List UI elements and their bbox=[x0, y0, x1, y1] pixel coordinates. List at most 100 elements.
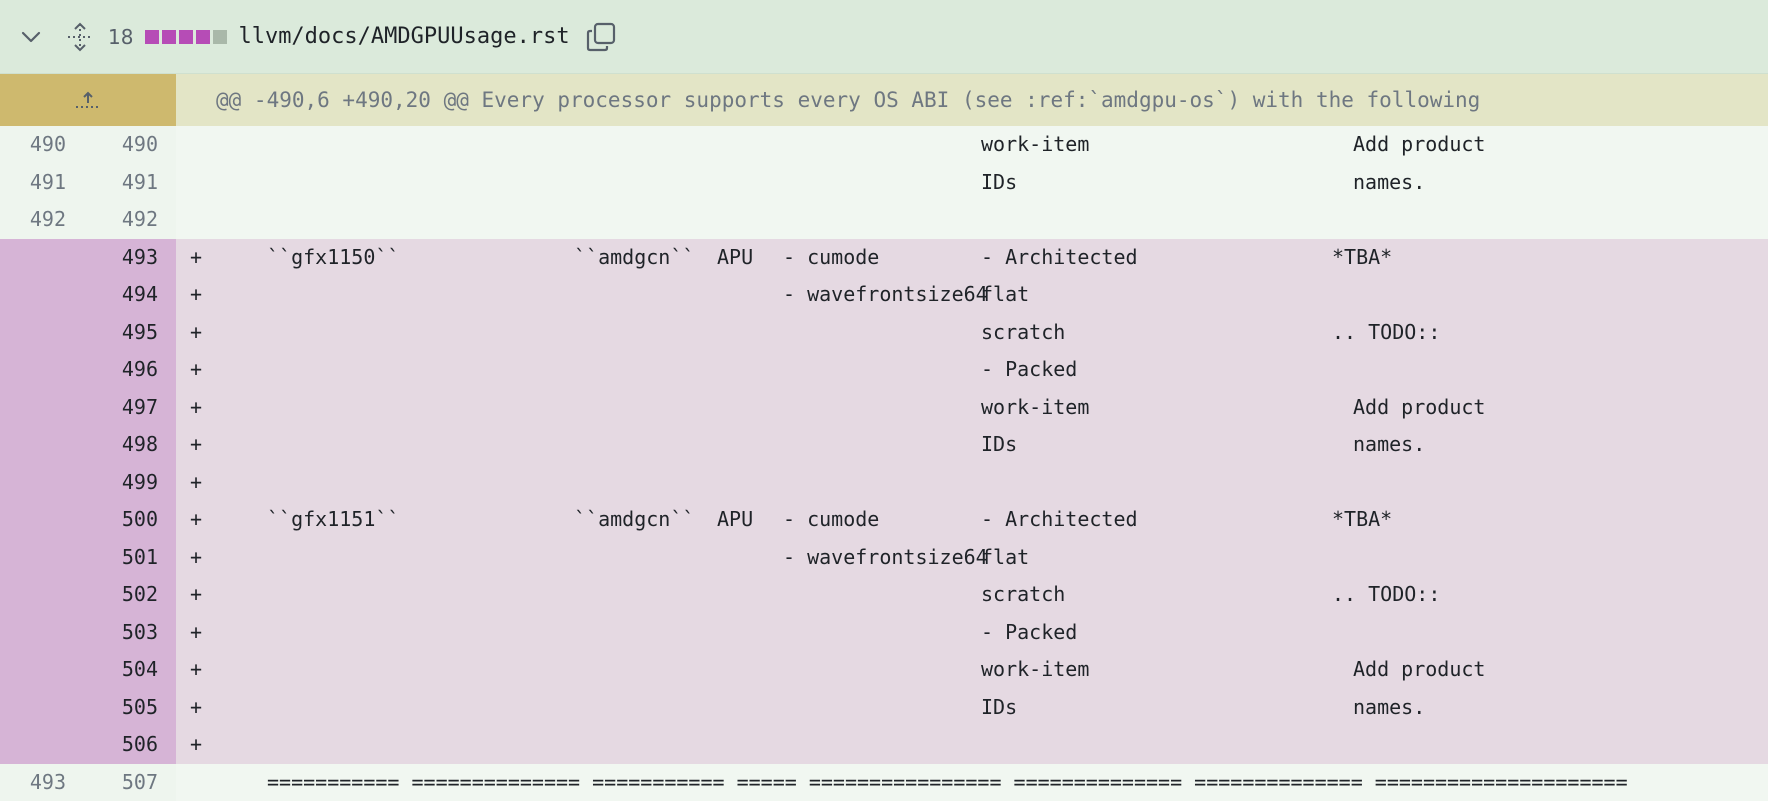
new-line-number[interactable]: 504 bbox=[88, 651, 176, 689]
diff-line: 495+scratch.. TODO:: bbox=[0, 313, 1768, 351]
code-token-rule: =========== ============== =========== =… bbox=[267, 769, 1628, 794]
changes-count: 18 bbox=[108, 24, 134, 49]
new-line-number[interactable]: 505 bbox=[88, 688, 176, 726]
copy-icon[interactable] bbox=[584, 20, 618, 54]
code-token-feat: work-item bbox=[981, 132, 1090, 156]
code-token-feat: scratch bbox=[981, 582, 1066, 606]
old-line-number[interactable] bbox=[0, 388, 88, 426]
code-token-tgt: - cumode bbox=[783, 507, 880, 531]
old-line-number[interactable] bbox=[0, 576, 88, 614]
added-marker: + bbox=[190, 507, 203, 531]
old-line-number[interactable] bbox=[0, 426, 88, 464]
chevron-down-icon[interactable] bbox=[18, 24, 44, 50]
old-line-number[interactable] bbox=[0, 613, 88, 651]
new-line-number[interactable]: 494 bbox=[88, 276, 176, 314]
new-line-number[interactable]: 503 bbox=[88, 613, 176, 651]
diff-line: 503 + - Packed bbox=[0, 613, 1768, 651]
code-cell: +- Packed bbox=[176, 351, 1768, 389]
code-cell: +``gfx1151````amdgcn``APU- cumode- Archi… bbox=[176, 501, 1768, 539]
code-token-arch: ``amdgcn`` bbox=[574, 507, 695, 531]
file-path[interactable]: llvm/docs/AMDGPUUsage.rst bbox=[238, 24, 570, 49]
code-token-feat: work-item bbox=[981, 394, 1090, 419]
code-token-feat: - Packed bbox=[981, 619, 1078, 644]
code-token-feat: - Architected bbox=[981, 507, 1138, 531]
old-line-number[interactable] bbox=[0, 238, 88, 276]
new-line-number[interactable]: 507 bbox=[88, 763, 176, 801]
code-token-apu: APU bbox=[717, 244, 754, 269]
diffstat-square bbox=[162, 29, 177, 44]
old-line-number[interactable] bbox=[0, 313, 88, 351]
code-token-feat: flat bbox=[981, 282, 1030, 306]
new-line-number[interactable]: 492 bbox=[88, 201, 176, 239]
added-marker: + bbox=[190, 619, 203, 644]
code-token-note: Add product bbox=[1353, 132, 1486, 156]
diffstat-square bbox=[145, 29, 160, 44]
code-token-feat: IDs bbox=[981, 169, 1018, 194]
code-token-feat: flat bbox=[981, 544, 1030, 569]
new-line-number[interactable]: 491 bbox=[88, 163, 176, 201]
code-token-tgt: - wavefrontsize64 bbox=[783, 544, 988, 569]
code-token-tba: .. TODO:: bbox=[1332, 582, 1441, 606]
code-token-feat: work-item bbox=[981, 657, 1090, 681]
old-line-number[interactable]: 491 bbox=[0, 163, 88, 201]
old-line-number[interactable] bbox=[0, 463, 88, 501]
code-token-proc: ``gfx1150`` bbox=[267, 244, 400, 269]
new-line-number[interactable]: 490 bbox=[88, 126, 176, 164]
new-line-number[interactable]: 493 bbox=[88, 238, 176, 276]
new-line-number[interactable]: 495 bbox=[88, 313, 176, 351]
new-line-number[interactable]: 501 bbox=[88, 538, 176, 576]
code-token-feat: IDs bbox=[981, 694, 1018, 719]
added-marker: + bbox=[190, 732, 203, 756]
old-line-number[interactable]: 492 bbox=[0, 201, 88, 239]
old-line-number[interactable]: 493 bbox=[0, 763, 88, 801]
new-line-number[interactable]: 496 bbox=[88, 351, 176, 389]
old-line-number[interactable] bbox=[0, 651, 88, 689]
new-line-number[interactable]: 500 bbox=[88, 501, 176, 539]
added-marker: + bbox=[190, 432, 203, 456]
code-token-note: names. bbox=[1353, 432, 1426, 456]
code-token-tba: *TBA* bbox=[1332, 507, 1393, 531]
new-line-number[interactable]: 506 bbox=[88, 726, 176, 764]
added-marker: + bbox=[190, 657, 203, 681]
added-marker: + bbox=[190, 394, 203, 419]
code-cell: + - Packed bbox=[176, 613, 1768, 651]
old-line-number[interactable] bbox=[0, 538, 88, 576]
expand-icon[interactable] bbox=[64, 21, 96, 53]
diff-line: 506 + bbox=[0, 726, 1768, 764]
diffstat-square bbox=[196, 29, 211, 44]
new-line-number[interactable]: 502 bbox=[88, 576, 176, 614]
old-line-number[interactable] bbox=[0, 501, 88, 539]
new-line-number[interactable]: 499 bbox=[88, 463, 176, 501]
diff-line: 496+- Packed bbox=[0, 351, 1768, 389]
code-cell: +scratch.. TODO:: bbox=[176, 576, 1768, 614]
new-line-number[interactable]: 498 bbox=[88, 426, 176, 464]
code-token-tba: .. TODO:: bbox=[1332, 319, 1441, 344]
added-marker: + bbox=[190, 282, 203, 306]
old-line-number[interactable] bbox=[0, 688, 88, 726]
code-token-tba: *TBA* bbox=[1332, 244, 1393, 269]
diff-line: 502+scratch.. TODO:: bbox=[0, 576, 1768, 614]
code-cell: +scratch.. TODO:: bbox=[176, 313, 1768, 351]
new-line-number[interactable]: 497 bbox=[88, 388, 176, 426]
hunk-header: @@ -490,6 +490,20 @@ Every processor sup… bbox=[0, 74, 1768, 126]
old-line-number[interactable] bbox=[0, 276, 88, 314]
old-line-number[interactable]: 490 bbox=[0, 126, 88, 164]
old-line-number[interactable] bbox=[0, 351, 88, 389]
file-header: 18 llvm/docs/AMDGPUUsage.rst bbox=[0, 0, 1768, 74]
old-line-number[interactable] bbox=[0, 726, 88, 764]
expand-up-icon[interactable] bbox=[0, 74, 176, 126]
code-token-feat: - Architected bbox=[981, 244, 1138, 269]
added-marker: + bbox=[190, 319, 203, 344]
code-token-feat: - Packed bbox=[981, 357, 1078, 381]
